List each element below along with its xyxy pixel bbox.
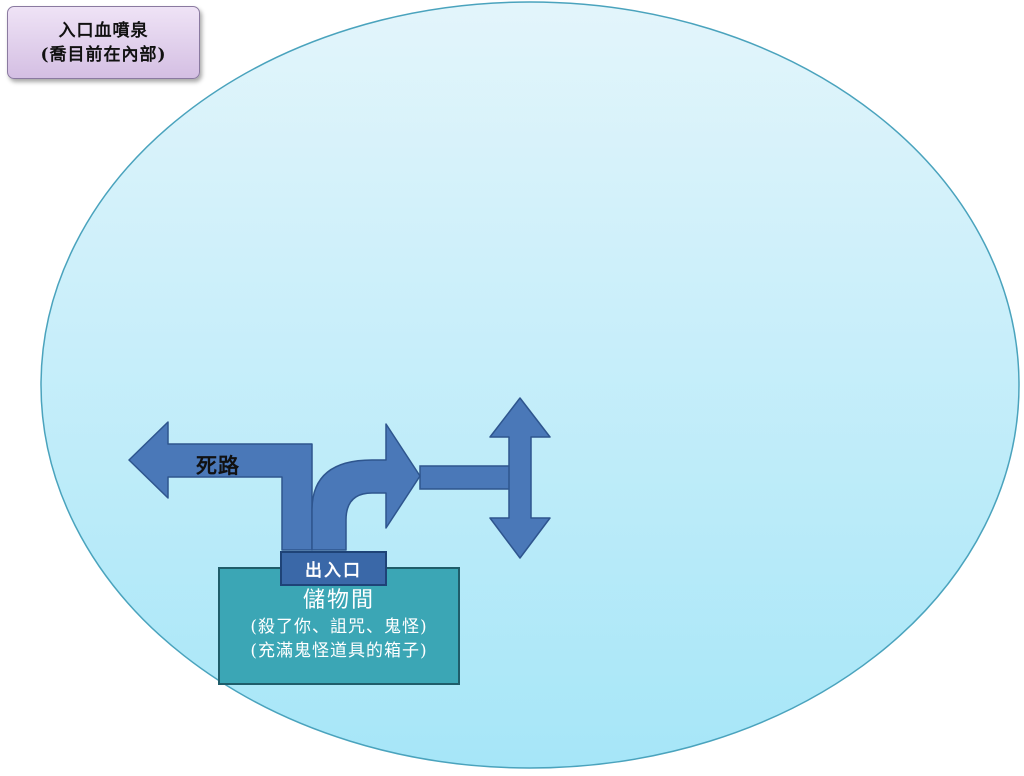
- storage-room-title: 儲物間: [302, 588, 375, 613]
- info-note: 入口血噴泉 (喬目前在內部): [7, 6, 200, 79]
- entrance-label: 出入口: [280, 551, 387, 586]
- area-region: [40, 1, 1020, 769]
- storage-room: 儲物間 (殺了你、詛咒、鬼怪) (充滿鬼怪道具的箱子): [218, 567, 460, 685]
- storage-room-contents: (充滿鬼怪道具的箱子): [250, 641, 428, 661]
- right-connector: [419, 465, 512, 490]
- up-down-arrow: [489, 397, 551, 559]
- dead-end-label: 死路: [196, 453, 240, 478]
- storage-room-hazards: (殺了你、詛咒、鬼怪): [250, 617, 428, 637]
- dead-end-arrow: [128, 421, 313, 551]
- note-subtitle: (喬目前在內部): [40, 44, 167, 65]
- note-title: 入口血噴泉: [58, 20, 149, 41]
- curved-arrow: [311, 423, 421, 551]
